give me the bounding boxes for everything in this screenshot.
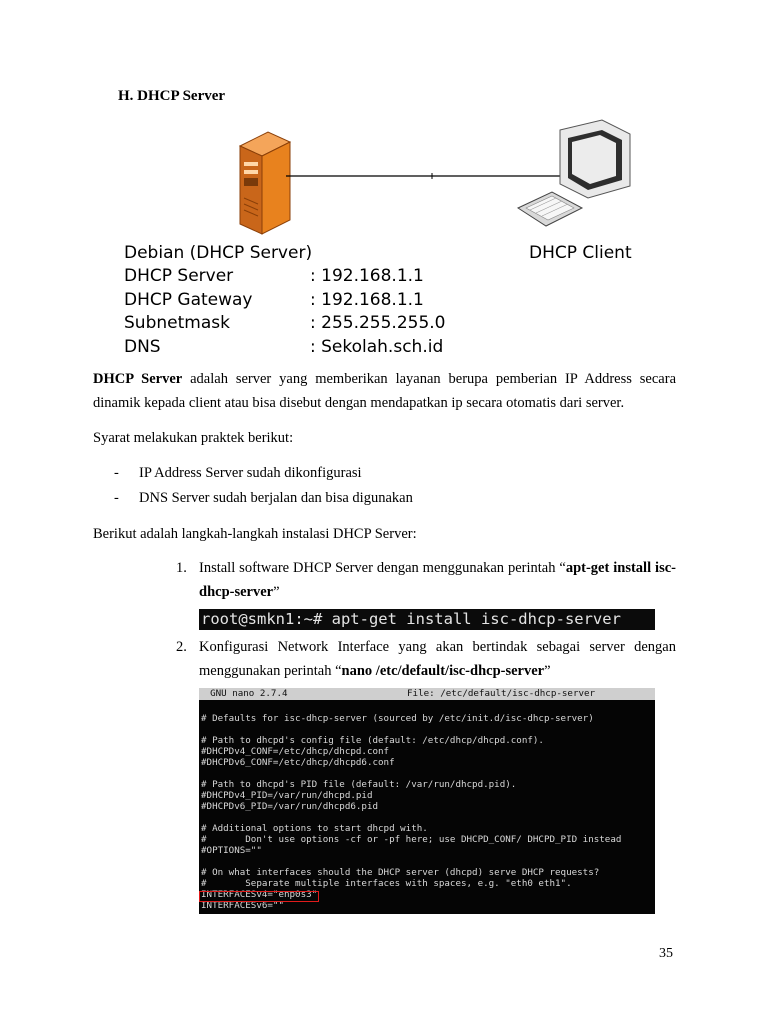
steps-title: Berikut adalah langkah-langkah instalasi… (93, 526, 417, 542)
step-text: Konfigurasi Network Interface yang akan … (199, 639, 676, 679)
intro-bold: DHCP Server (93, 371, 183, 387)
terminal-command-screenshot: root@smkn1:~# apt-get install isc-dhcp-s… (199, 609, 655, 630)
client-caption: DHCP Client (529, 243, 632, 263)
config-label: Subnetmask (124, 313, 230, 333)
nano-line: #DHCPDv6_PID=/var/run/dhcpd6.pid (201, 801, 379, 812)
config-value: : Sekolah.sch.id (310, 337, 444, 357)
page-number: 35 (659, 946, 673, 961)
config-value: : 255.255.255.0 (310, 313, 446, 333)
prereq-item: DNS Server sudah berjalan dan bisa digun… (139, 490, 413, 506)
nano-line: # Additional options to start dhcpd with… (201, 823, 428, 834)
nano-line: #DHCPDv6_CONF=/etc/dhcp/dhcpd6.conf (201, 757, 395, 768)
nano-line: # Don't use options -cf or -pf here; use… (201, 834, 622, 845)
step-text: Install software DHCP Server dengan meng… (199, 560, 676, 600)
server-tower-icon (238, 131, 292, 235)
server-caption: Debian (DHCP Server) (124, 243, 313, 263)
config-label: DHCP Server (124, 266, 234, 286)
step-command: nano /etc/default/isc-dhcp-server (341, 663, 545, 679)
bullet-marker: - (114, 490, 119, 506)
step-command: apt-get install isc-dhcp-server (199, 560, 676, 600)
nano-line: INTERFACESv4="enp0s3" (201, 889, 318, 900)
config-label: DNS (124, 337, 161, 357)
section-heading: H. DHCP Server (118, 88, 226, 104)
config-value: : 192.168.1.1 (310, 266, 424, 286)
config-label: DHCP Gateway (124, 290, 253, 310)
nano-line: INTERFACESv6="" (201, 900, 284, 911)
highlight-box (199, 891, 319, 902)
client-computer-icon (516, 119, 631, 227)
step-number: 2. (176, 639, 187, 655)
nano-line: #DHCPDv4_CONF=/etc/dhcp/dhcpd.conf (201, 746, 390, 757)
nano-line: #OPTIONS="" (201, 845, 262, 856)
step-number: 1. (176, 560, 187, 576)
config-value: : 192.168.1.1 (310, 290, 424, 310)
config-table: DHCP Server : 192.168.1.1 DHCP Gateway :… (0, 265, 768, 359)
nano-line: # Path to dhcpd's PID file (default: /va… (201, 779, 517, 790)
nano-line: #DHCPDv4_PID=/var/run/dhcpd.pid (201, 790, 373, 801)
nano-line: # Separate multiple interfaces with spac… (201, 878, 572, 889)
bullet-marker: - (114, 465, 119, 481)
nano-line: # Path to dhcpd's config file (default: … (201, 735, 544, 746)
network-diagram (238, 119, 631, 235)
nano-line: # On what interfaces should the DHCP ser… (201, 867, 600, 878)
prereq-item: IP Address Server sudah dikonfigurasi (139, 465, 362, 481)
nano-line: # Defaults for isc-dhcp-server (sourced … (201, 713, 594, 724)
intro-rest: adalah server yang memberikan layanan be… (93, 371, 677, 411)
prereq-title: Syarat melakukan praktek berikut: (93, 430, 294, 446)
intro-paragraph: DHCP Server adalah server yang memberika… (93, 367, 676, 415)
